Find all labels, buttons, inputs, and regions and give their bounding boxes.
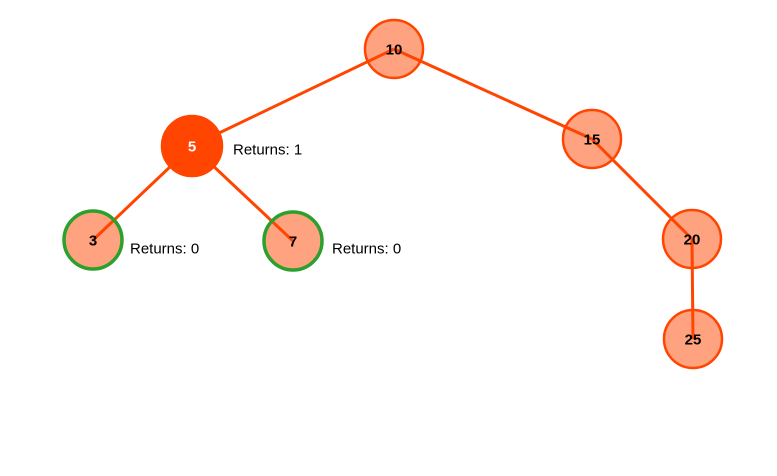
returns-annotation-3: Returns: 0 [130,240,199,257]
returns-annotation-7: Returns: 0 [332,240,401,257]
tree-node-circle-15 [561,108,623,170]
tree-node-7: 7 [262,210,324,272]
tree-node-label-25: 25 [685,331,702,348]
tree-node-3: 3 [62,209,124,271]
tree-node-label-10: 10 [386,41,403,58]
tree-node-circle-7 [262,210,324,272]
returns-annotation-5: Returns: 1 [233,141,302,158]
tree-node-5: 5 [160,114,224,178]
tree-edge-10-15 [393,47,593,141]
tree-node-25: 25 [662,308,724,370]
tree-node-15: 15 [561,108,623,170]
tree-node-10: 10 [363,18,425,80]
edges-layer [91,47,695,340]
tree-edge-10-5 [191,47,395,148]
tree-node-circle-3 [62,209,124,271]
tree-node-circle-5 [160,114,224,178]
tree-node-label-15: 15 [584,131,601,148]
tree-node-label-5: 5 [188,138,196,155]
tree-node-20: 20 [661,208,723,270]
tree-node-label-3: 3 [89,232,97,249]
tree-node-circle-20 [661,208,723,270]
annotations-layer: Returns: 1 Returns: 0 Returns: 0 [130,141,401,257]
tree-node-circle-10 [363,18,425,80]
tree-node-label-7: 7 [289,233,297,250]
tree-node-circle-25 [662,308,724,370]
nodes-layer: 10 5 15 3 7 20 25 [62,18,724,370]
tree-node-label-20: 20 [684,231,701,248]
